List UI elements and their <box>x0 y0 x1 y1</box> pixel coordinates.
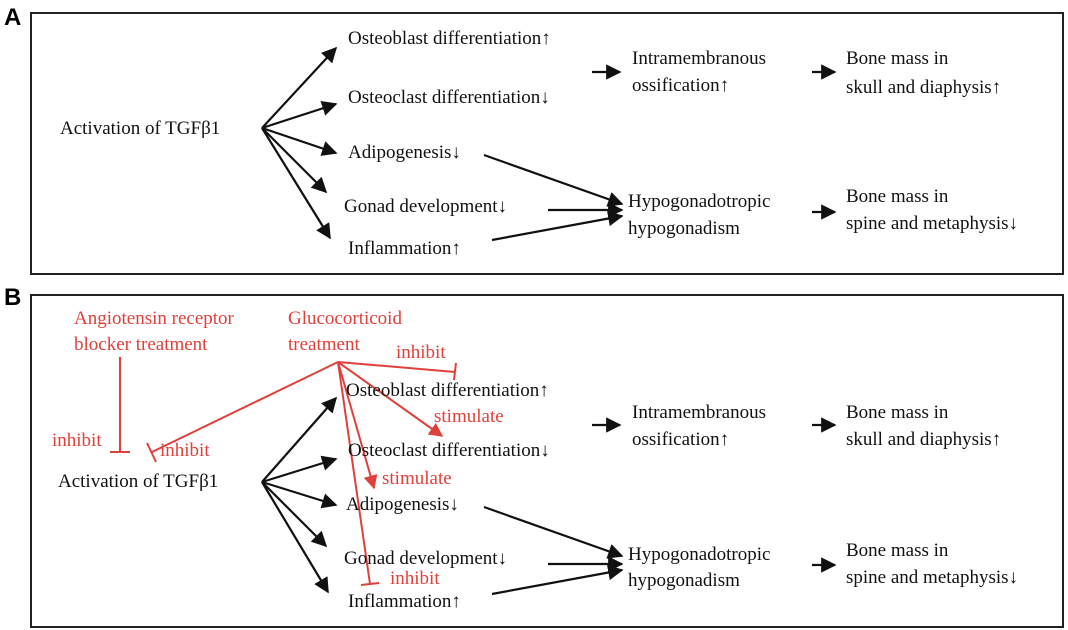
panel-a-edges <box>261 46 837 242</box>
b-osteoclast-differentiation: Osteoclast differentiation↓ <box>348 440 550 461</box>
edge-a-tgf-inflam <box>261 127 331 240</box>
edge-gc-inhibit-bar <box>146 442 157 463</box>
panel-b-red-edges <box>110 357 457 586</box>
b-adipogenesis: Adipogenesis↓ <box>346 494 459 515</box>
edge-gc-inhibit-ob <box>337 361 456 373</box>
a-intramembranous-line1: Intramembranous <box>632 48 767 69</box>
a-hypogonadotropic-line2: hypogonadism <box>628 218 740 239</box>
b-activation-tgfb1: Activation of TGFβ1 <box>58 471 219 492</box>
a-bone-mass-skull-line1: Bone mass in <box>846 48 949 69</box>
edge-b-adipo-hypo <box>483 505 624 559</box>
a-bone-mass-spine-line2: spine and metaphysis↓ <box>846 213 1019 234</box>
b-inhibit-gc-label: inhibit <box>160 440 210 461</box>
panel-a-label: A <box>4 4 22 31</box>
panel-b-frame <box>30 294 1064 628</box>
edge-a-adipo-hypo <box>483 153 624 207</box>
edge-b-tgf-osteoblast <box>261 396 338 483</box>
a-adipogenesis: Adipogenesis↓ <box>348 142 461 163</box>
a-activation-tgfb1: Activation of TGFβ1 <box>60 118 221 139</box>
edge-gc-inhibit-ob-bar <box>453 362 457 381</box>
b-intramembranous-line1: Intramembranous <box>632 402 767 423</box>
b-stimulate-adipogenesis-label: stimulate <box>382 468 452 489</box>
a-osteoclast-differentiation: Osteoclast differentiation↓ <box>348 87 550 108</box>
b-stimulate-osteoclast-label: stimulate <box>434 406 504 427</box>
b-inflammation: Inflammation↑ <box>348 591 461 612</box>
b-hypogonadotropic-line2: hypogonadism <box>628 570 740 591</box>
a-bone-mass-skull-line2: skull and diaphysis↑ <box>846 77 1002 98</box>
edge-a-inflam-hypo <box>491 210 624 242</box>
b-intramembranous-line2: ossification↑ <box>632 429 730 450</box>
a-intramembranous-line2: ossification↑ <box>632 75 730 96</box>
b-bone-mass-skull-line2: skull and diaphysis↑ <box>846 429 1002 450</box>
b-osteoblast-differentiation: Osteoblast differentiation↑ <box>346 380 549 401</box>
panel-a-frame <box>30 12 1064 275</box>
a-osteoblast-differentiation: Osteoblast differentiation↑ <box>348 28 551 49</box>
b-hypogonadotropic-line1: Hypogonadotropic <box>628 544 771 565</box>
panel-b-edges <box>261 396 837 596</box>
b-gc-line1: Glucocorticoid <box>288 308 402 329</box>
edge-b-tgf-osteoclast <box>261 455 338 484</box>
b-arb-line2: blocker treatment <box>74 334 208 355</box>
b-inhibit-arb-label: inhibit <box>52 430 102 451</box>
b-inhibit-inflammation-label: inhibit <box>390 568 440 589</box>
b-bone-mass-skull-line1: Bone mass in <box>846 402 949 423</box>
edge-b-inflam-hypo <box>491 564 624 596</box>
a-hypogonadotropic-line1: Hypogonadotropic <box>628 191 771 212</box>
a-bone-mass-spine-line1: Bone mass in <box>846 186 949 207</box>
b-gc-line2: treatment <box>288 334 360 355</box>
edge-a-tgf-gonad <box>261 127 328 194</box>
b-inhibit-osteoblast-label: inhibit <box>396 342 446 363</box>
edge-b-tgf-inflam <box>261 481 329 594</box>
edge-gc-stim-oc <box>337 361 444 437</box>
edge-b-tgf-gonad <box>261 481 328 548</box>
b-gonad-development: Gonad development↓ <box>344 548 508 569</box>
edge-gc-stim-adipo <box>337 361 378 490</box>
edge-gc-inhibit-infl <box>337 361 371 585</box>
edge-b-tgf-adipo <box>261 480 338 509</box>
a-inflammation: Inflammation↑ <box>348 238 461 259</box>
b-arb-line1: Angiotensin receptor <box>74 308 234 329</box>
a-gonad-development: Gonad development↓ <box>344 196 508 217</box>
edge-gc-inhibit-tgf <box>151 361 339 453</box>
edge-a-tgf-adipo <box>261 126 338 156</box>
edge-a-tgf-osteoblast <box>261 46 338 129</box>
b-bone-mass-spine-line1: Bone mass in <box>846 540 949 561</box>
panel-b-label: B <box>4 284 22 311</box>
edge-a-tgf-osteoclast <box>261 100 338 130</box>
b-bone-mass-spine-line2: spine and metaphysis↓ <box>846 567 1019 588</box>
edge-gc-inhibit-infl-bar <box>360 582 380 586</box>
